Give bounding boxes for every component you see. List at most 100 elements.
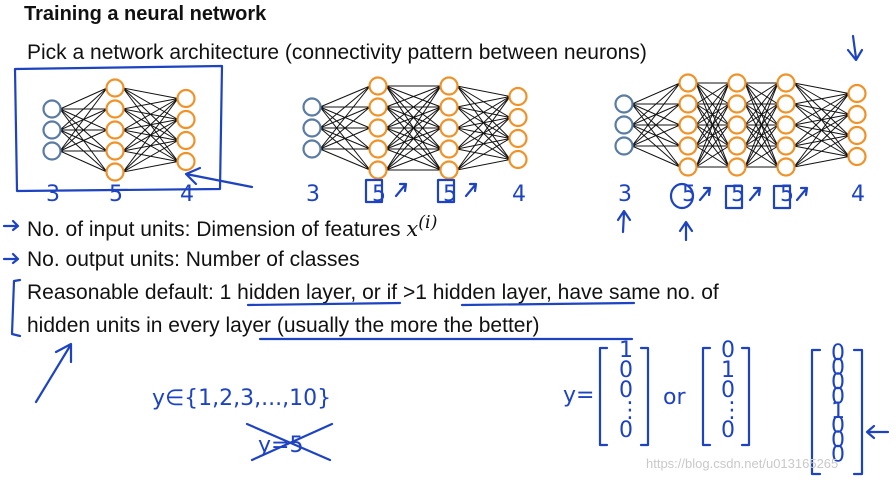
- vector-bracket: [598, 346, 650, 447]
- vector-entry: 0: [721, 418, 735, 443]
- b4-pre: hidden units in every: [27, 314, 226, 337]
- network-edge: [59, 150, 108, 173]
- b3-more-hidden-layers: >1 hidden layer: [402, 281, 546, 304]
- network-edge: [631, 82, 681, 147]
- or-label: or: [663, 385, 686, 410]
- network-edge: [695, 145, 730, 168]
- left-arrow-annotation: [865, 424, 890, 440]
- network-edge: [122, 87, 179, 99]
- arrow-annotation: [748, 186, 762, 202]
- network-edge: [744, 82, 779, 126]
- vector-entry: 1: [721, 358, 735, 383]
- hidden-neuron: [727, 136, 747, 156]
- network-edge: [695, 82, 730, 105]
- arrow-annotation: [464, 182, 478, 198]
- layer-size-label: 5: [372, 182, 386, 207]
- input-neuron: [614, 136, 634, 156]
- hidden-neuron: [678, 94, 698, 114]
- bracket-annotation: [10, 278, 22, 338]
- hidden-neuron: [105, 120, 125, 140]
- vector-entry: ⋮: [619, 398, 641, 423]
- vector-entry: 1: [831, 399, 845, 424]
- hidden-neuron: [776, 157, 796, 177]
- box-hidden-label: [772, 184, 792, 210]
- hidden-neuron: [439, 139, 459, 159]
- hidden-neuron: [727, 115, 747, 135]
- network-edge: [793, 156, 850, 168]
- hidden-neuron: [105, 78, 125, 98]
- ink-annotations: [2, 34, 890, 476]
- slide-title: Training a neural network: [24, 3, 267, 25]
- vector-entry: 0: [831, 428, 845, 453]
- hidden-neuron: [368, 160, 388, 180]
- network-edge: [631, 103, 681, 147]
- arrow-annotation: [698, 186, 712, 202]
- network-edge: [319, 85, 371, 150]
- vector-bracket: [701, 346, 751, 447]
- network-edge: [385, 85, 442, 129]
- b4-underlined: layer (usually the more the better): [225, 314, 540, 337]
- network-edge: [456, 85, 511, 97]
- network-edge: [319, 148, 371, 171]
- network-edge: [385, 148, 442, 171]
- b3-pre: Reasonable default:: [27, 281, 220, 304]
- circle-hidden-label: [669, 182, 695, 210]
- hidden-neuron: [508, 107, 528, 128]
- network-edge: [385, 106, 442, 171]
- bullet-hidden-units: hidden units in every layer (usually the…: [27, 315, 539, 336]
- vector-entry: 0: [619, 358, 633, 383]
- input-neuron: [614, 115, 634, 135]
- hidden-neuron: [508, 149, 528, 170]
- box-hidden-label: [364, 178, 384, 204]
- vector-entry: 0: [831, 443, 845, 468]
- input-neuron: [614, 94, 634, 114]
- network-edge: [456, 159, 511, 171]
- network-edge: [456, 96, 511, 171]
- bullet-input-units: No. of input units: Dimension of feature…: [27, 214, 437, 240]
- input-neuron: [302, 139, 322, 159]
- vector-entry: 0: [831, 370, 845, 395]
- network-edge: [744, 82, 779, 105]
- network-edge: [695, 124, 730, 168]
- network-edge: [744, 82, 779, 168]
- hidden-neuron: [508, 128, 528, 149]
- vector-entry: 0: [721, 338, 735, 363]
- hidden-neuron: [105, 141, 125, 161]
- bullet-output-units: No. output units: Number of classes: [27, 248, 360, 271]
- hidden-neuron: [727, 73, 747, 93]
- hidden-neuron: [678, 136, 698, 156]
- cross-out-annotation: [245, 422, 334, 462]
- handwritten-labels: y∈{1,2,3,...,10} y=5 y= or 100⋮0010⋮0000…: [152, 338, 845, 468]
- layer-size-label: 4: [512, 182, 526, 207]
- network-edge: [456, 96, 511, 129]
- hidden-neuron: [176, 151, 196, 172]
- network-edge: [122, 98, 179, 110]
- hidden-neuron: [847, 125, 867, 146]
- vector-entry: 1: [619, 338, 633, 363]
- network-edge: [319, 106, 371, 150]
- vector-entry: 0: [831, 341, 845, 366]
- bullet-arrow-icon: [2, 252, 20, 265]
- hidden-neuron: [847, 83, 867, 104]
- network-edge: [385, 127, 442, 171]
- network-edge: [319, 127, 371, 150]
- network-edge: [456, 117, 511, 171]
- network-edge: [744, 82, 779, 147]
- network-edge: [793, 93, 850, 105]
- layer-size-label: 3: [46, 182, 60, 207]
- hidden-neuron: [439, 118, 459, 138]
- bullet-reasonable-default: Reasonable default: 1 hidden layer, or i…: [27, 282, 719, 303]
- network-edge: [631, 82, 681, 126]
- vector-entry: 0: [619, 378, 633, 403]
- network-edge: [695, 103, 730, 168]
- network-edge: [793, 135, 850, 168]
- input-neuron: [42, 141, 62, 161]
- network-edge: [122, 119, 179, 173]
- box-annotation: [13, 64, 224, 193]
- hidden-neuron: [105, 162, 125, 182]
- vector-entry: ⋮: [721, 398, 743, 423]
- vector-entry: 0: [831, 385, 845, 410]
- network-edge: [793, 93, 850, 126]
- hidden-neuron: [847, 104, 867, 125]
- network-edge: [122, 98, 179, 173]
